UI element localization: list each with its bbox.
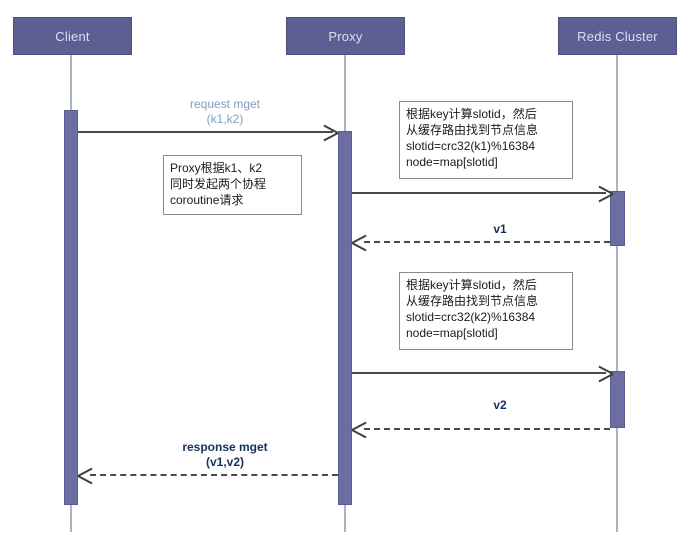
note-coroutine: Proxy根据k1、k2 同时发起两个协程 coroutine请求 bbox=[163, 155, 302, 215]
participant-client-label: Client bbox=[55, 28, 90, 44]
participant-redis-cluster[interactable]: Redis Cluster bbox=[558, 17, 677, 55]
participant-redis-cluster-label: Redis Cluster bbox=[577, 28, 658, 44]
note-slotid-k2: 根据key计算slotid，然后 从缓存路由找到节点信息 slotid=crc3… bbox=[399, 272, 573, 350]
arrowhead-v1-icon bbox=[352, 234, 368, 250]
message-line-v2 bbox=[364, 428, 610, 430]
activation-bar-redis-2[interactable] bbox=[610, 371, 625, 428]
message-label-response-mget: response mget (v1,v2) bbox=[182, 440, 268, 469]
message-label-v2: v2 bbox=[493, 398, 507, 412]
participant-client[interactable]: Client bbox=[13, 17, 132, 55]
activation-bar-proxy[interactable] bbox=[338, 131, 352, 505]
message-line-v1 bbox=[364, 241, 610, 243]
arrowhead-proxy-to-redis-2-icon bbox=[597, 365, 613, 381]
activation-bar-client[interactable] bbox=[64, 110, 78, 505]
message-label-request-mget: request mget (k1,k2) bbox=[189, 97, 261, 126]
arrowhead-response-mget-icon bbox=[78, 467, 94, 483]
lifeline-redis bbox=[616, 54, 618, 532]
arrowhead-v2-icon bbox=[352, 421, 368, 437]
arrowhead-request-mget-icon bbox=[322, 124, 338, 140]
activation-bar-redis-1[interactable] bbox=[610, 191, 625, 246]
message-line-proxy-to-redis-2 bbox=[352, 372, 606, 374]
note-slotid-k1: 根据key计算slotid，然后 从缓存路由找到节点信息 slotid=crc3… bbox=[399, 101, 573, 179]
message-line-request-mget bbox=[78, 131, 333, 133]
message-line-proxy-to-redis-1 bbox=[352, 192, 606, 194]
participant-proxy-label: Proxy bbox=[328, 28, 363, 44]
message-line-response-mget bbox=[90, 474, 338, 476]
arrowhead-proxy-to-redis-1-icon bbox=[597, 185, 613, 201]
message-label-v1: v1 bbox=[493, 222, 507, 236]
participant-proxy[interactable]: Proxy bbox=[286, 17, 405, 55]
